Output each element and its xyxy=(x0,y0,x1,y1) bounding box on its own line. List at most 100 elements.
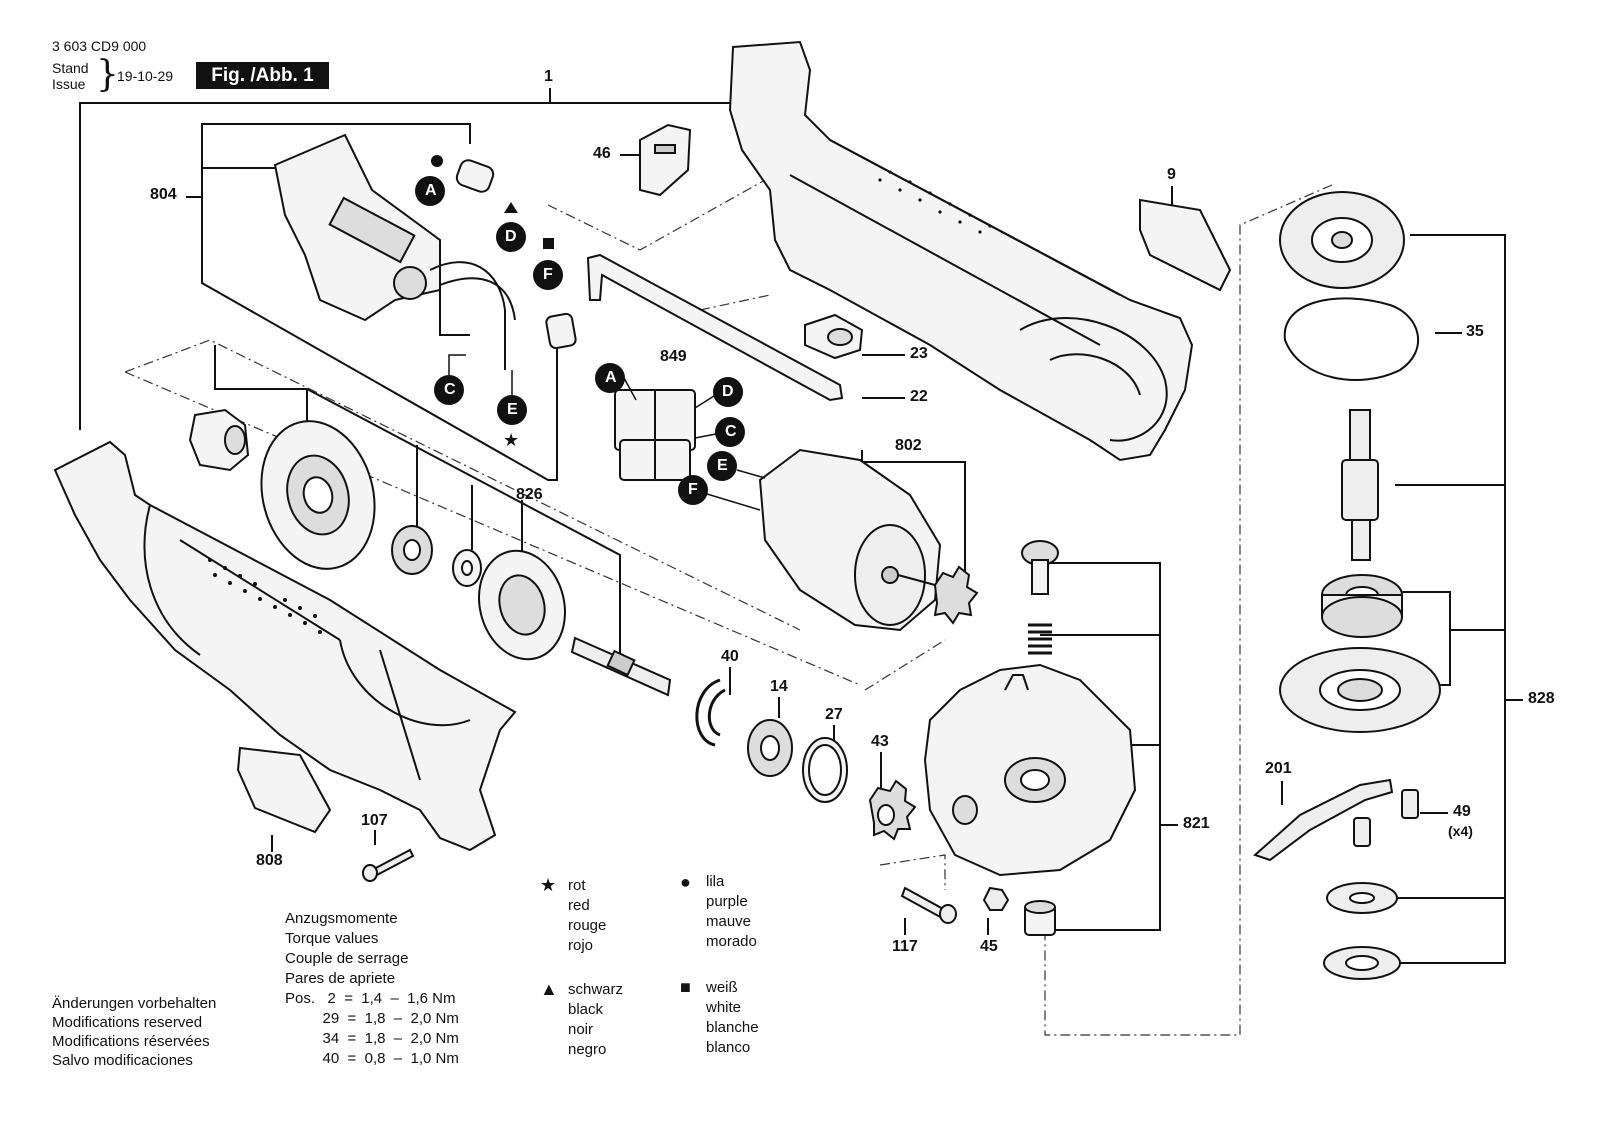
ball-bearing xyxy=(391,525,433,575)
leader-828 xyxy=(1375,234,1506,964)
connector-A2-label: A xyxy=(605,369,617,386)
fan-wheel xyxy=(478,549,566,661)
key-black-de: schwarz xyxy=(568,981,624,998)
callout-45: 45 xyxy=(980,938,998,955)
guide-motor xyxy=(124,339,801,631)
screw-107 xyxy=(362,848,415,882)
callout-821: 821 xyxy=(1183,815,1210,832)
callout-43: 43 xyxy=(871,733,889,750)
connector-C2-label: C xyxy=(725,423,737,440)
label-plate-808 xyxy=(236,746,332,834)
connector-D2-label: D xyxy=(722,383,734,400)
purple-dot-icon xyxy=(431,155,443,167)
switch-46 xyxy=(639,123,692,197)
key-red: rot red rouge rojo xyxy=(568,876,606,956)
washer xyxy=(452,549,482,587)
connector-A-label: A xyxy=(425,182,437,199)
callout-849: 849 xyxy=(660,348,687,365)
connector-F2-label: F xyxy=(688,481,698,498)
key-black-en: black xyxy=(568,1001,604,1018)
callout-808: 808 xyxy=(256,852,283,869)
leader-804 xyxy=(201,123,558,481)
torque-row-2: Pos. 2 = 1,4 – 1,6 Nm xyxy=(285,990,456,1007)
connector-badge-A2 xyxy=(595,363,625,393)
guide-housing xyxy=(547,179,766,251)
screw-49 xyxy=(1353,789,1419,847)
callout-826: 826 xyxy=(516,486,543,503)
issue-date: 19-10-29 xyxy=(117,68,174,84)
torque-title-en: Torque values xyxy=(285,930,379,947)
callout-802: 802 xyxy=(895,437,922,454)
callout-40: 40 xyxy=(721,648,739,665)
pinion-43 xyxy=(868,779,917,841)
key-white-es: blanco xyxy=(706,1039,751,1056)
connector-badge-D2 xyxy=(713,377,743,407)
callout-23: 23 xyxy=(910,345,928,362)
switch-rod-22 xyxy=(586,253,844,402)
spindle-lock-button xyxy=(1021,540,1059,595)
key-purple-de: lila xyxy=(706,873,725,890)
stand-label: Stand xyxy=(52,60,89,76)
bevel-gear xyxy=(1279,191,1405,289)
connector-F-label: F xyxy=(543,266,553,283)
key-white-symbol: ■ xyxy=(680,977,691,997)
key-red-symbol: ★ xyxy=(540,875,557,895)
label-plate-9 xyxy=(1139,198,1232,292)
callout-46: 46 xyxy=(593,145,611,162)
torque-row-29: 29 = 1,8 – 2,0 Nm xyxy=(285,1010,459,1027)
torque-row-34: 34 = 1,8 – 2,0 Nm xyxy=(285,1030,459,1047)
connector-badge-E xyxy=(497,395,527,425)
key-black-symbol: ▲ xyxy=(540,979,558,999)
note-es: Salvo modificaciones xyxy=(52,1052,193,1069)
key-red-es: rojo xyxy=(568,937,594,954)
connector-C-label: C xyxy=(444,381,456,398)
gear-housing-821 xyxy=(923,663,1137,877)
connector-badge-C2 xyxy=(715,417,745,447)
key-red-fr: rouge xyxy=(568,917,607,934)
brace-glyph: } xyxy=(96,54,119,95)
callout-1: 1 xyxy=(544,68,553,85)
slide-switch-23 xyxy=(804,313,864,360)
connector-E-label: E xyxy=(507,401,518,418)
black-triangle-icon xyxy=(504,202,518,213)
spindle-bearing xyxy=(1321,574,1403,638)
note-en: Modifications reserved xyxy=(52,1014,203,1031)
white-square-icon xyxy=(543,238,554,249)
callout-49-quantity: (x4) xyxy=(1448,823,1473,839)
part-number: 3 603 CD9 000 xyxy=(52,38,147,54)
guide-gear xyxy=(1044,184,1333,1036)
key-red-de: rot xyxy=(568,877,586,894)
callout-22: 22 xyxy=(910,388,928,405)
brush-holder-849 xyxy=(614,389,696,481)
key-black-es: negro xyxy=(568,1041,607,1058)
gasket-35 xyxy=(1283,297,1419,381)
needle-bushing xyxy=(1024,900,1056,936)
spindle xyxy=(1341,409,1379,561)
connector-E2-label: E xyxy=(717,457,728,474)
connector-badge-F xyxy=(533,260,563,290)
callout-35: 35 xyxy=(1466,323,1484,340)
callout-14: 14 xyxy=(770,678,788,695)
key-purple: lila purple mauve morado xyxy=(706,872,757,952)
note-fr: Modifications réservées xyxy=(52,1033,210,1050)
connector-badge-D xyxy=(496,222,526,252)
key-black: schwarz black noir negro xyxy=(568,980,623,1060)
connector-D-label: D xyxy=(505,228,517,245)
callout-107: 107 xyxy=(361,812,388,829)
ferrite-core xyxy=(455,159,495,193)
key-white-de: weiß xyxy=(706,979,738,996)
connector-badge-A xyxy=(415,176,445,206)
key-purple-fr: mauve xyxy=(706,913,752,930)
torque-title-fr: Couple de serrage xyxy=(285,950,409,967)
key-purple-es: morado xyxy=(706,933,757,950)
key-black-fr: noir xyxy=(568,1021,594,1038)
callout-117: 117 xyxy=(892,938,918,955)
issue-label: Issue xyxy=(52,76,86,92)
modification-notes: Änderungen vorbehalten Modifications res… xyxy=(52,994,216,1070)
motor-housing-right-half xyxy=(728,40,1194,462)
callout-201: 201 xyxy=(1265,760,1292,777)
ring-27 xyxy=(802,737,848,803)
spring xyxy=(1028,623,1052,655)
key-white-fr: blanche xyxy=(706,1019,759,1036)
flange-washer xyxy=(1326,882,1398,914)
